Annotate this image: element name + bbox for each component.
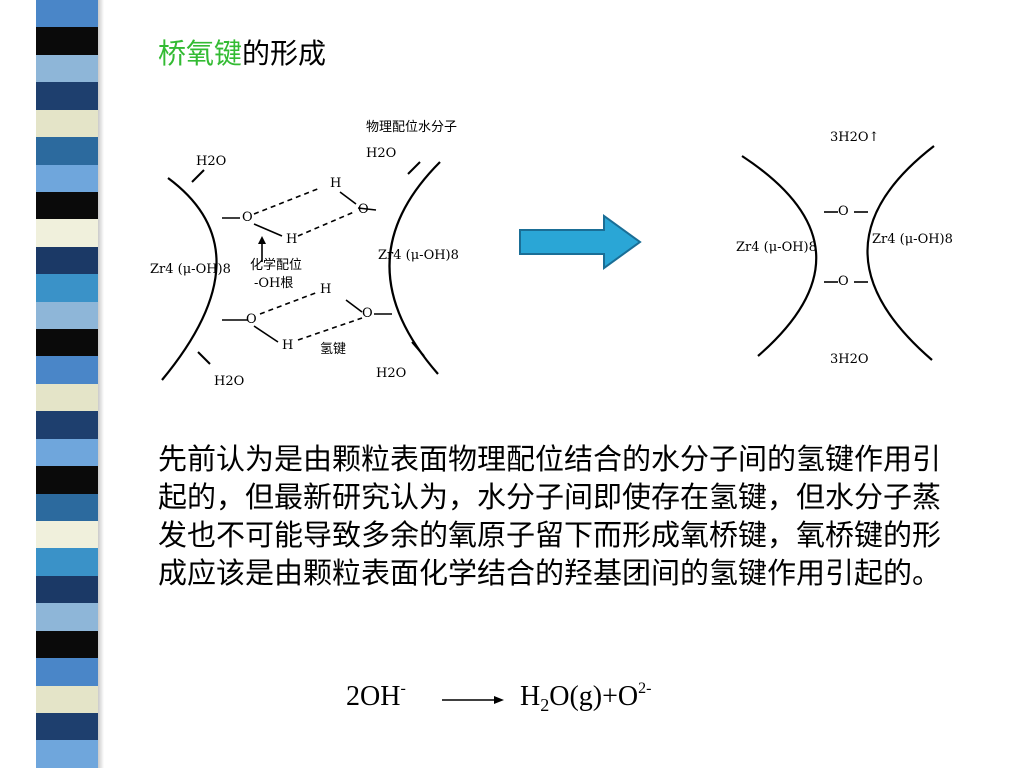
stripe bbox=[36, 603, 98, 631]
stripe bbox=[36, 466, 98, 494]
atom-h: H bbox=[282, 338, 294, 353]
bridge-oxygen-bottom: O bbox=[838, 274, 849, 289]
stripe bbox=[36, 356, 98, 384]
atom-o: O bbox=[242, 210, 253, 225]
h2o-top-left: H2O bbox=[196, 154, 227, 169]
zr-cluster-left: Zr4 (μ-OH)8 bbox=[736, 240, 817, 255]
oxo-bridge-diagram: 3H2O↑ O Zr4 (μ-OH)8 Zr4 (μ-OH)8 O 3H2O bbox=[728, 128, 960, 378]
water-bottom-label: 3H2O bbox=[830, 352, 869, 367]
atom-o: O bbox=[362, 306, 373, 321]
stripe bbox=[36, 548, 98, 576]
zr-cluster-right: Zr4 (μ-OH)8 bbox=[872, 232, 953, 247]
stripe bbox=[36, 137, 98, 165]
decorative-stripe-bar bbox=[36, 0, 98, 768]
stripe bbox=[36, 712, 98, 741]
product-rest: O(g)+O bbox=[549, 681, 639, 712]
stripe bbox=[36, 411, 98, 439]
atom-h: H bbox=[330, 176, 342, 191]
stripe bbox=[36, 438, 98, 467]
atom-o: O bbox=[358, 202, 369, 217]
atom-h: H bbox=[320, 282, 332, 297]
oh-group-label: -OH根 bbox=[254, 276, 294, 291]
h2o-bottom-right: H2O bbox=[376, 366, 407, 381]
stripe bbox=[36, 383, 98, 412]
hydrogen-bond-diagram: 物理配位水分子 H2O H2O H O O H Zr4 (μ-OH)8 Zr4 … bbox=[150, 112, 490, 402]
physical-water-label: 物理配位水分子 bbox=[366, 120, 458, 135]
product-charge: 2- bbox=[638, 680, 652, 697]
stripe bbox=[36, 109, 98, 138]
product: H2O(g)+O2- bbox=[520, 680, 651, 716]
stripe bbox=[36, 658, 98, 686]
atom-o: O bbox=[246, 312, 257, 327]
reaction-arrow-icon bbox=[442, 696, 504, 704]
oxo-bridge-lines bbox=[741, 145, 935, 361]
stripe bbox=[36, 191, 98, 220]
product-subscript: 2 bbox=[540, 695, 550, 715]
reactant: 2OH- bbox=[346, 680, 406, 713]
transition-arrow-icon bbox=[519, 214, 642, 270]
stripe bbox=[36, 0, 98, 28]
h2o-top-right: H2O bbox=[366, 146, 397, 161]
h2o-bottom-left: H2O bbox=[214, 374, 245, 389]
zr-cluster-right: Zr4 (μ-OH)8 bbox=[378, 248, 459, 263]
reactant-charge: - bbox=[400, 680, 406, 697]
page-title: 桥氧键的形成 bbox=[158, 34, 326, 74]
stripe bbox=[36, 685, 98, 713]
stripe bbox=[36, 740, 98, 768]
chemical-coordination-label: 化学配位 bbox=[250, 258, 303, 273]
stripe bbox=[36, 164, 98, 192]
hydrogen-bond-lines bbox=[161, 161, 441, 381]
bridge-oxygen-top: O bbox=[838, 204, 849, 219]
stripe bbox=[36, 493, 98, 522]
stripe bbox=[36, 219, 98, 247]
zr-cluster-left: Zr4 (μ-OH)8 bbox=[150, 262, 231, 277]
stripe bbox=[36, 82, 98, 110]
product-h: H bbox=[520, 681, 541, 712]
released-water-label: 3H2O↑ bbox=[830, 130, 880, 145]
stripe bbox=[36, 630, 98, 659]
stripe bbox=[36, 329, 98, 357]
explanation-paragraph: 先前认为是由颗粒表面物理配位结合的水分子间的氢键作用引起的，但最新研究认为，水分… bbox=[158, 442, 942, 590]
stripe bbox=[36, 274, 98, 302]
reactant-formula: 2OH bbox=[346, 681, 401, 712]
stripe bbox=[36, 27, 98, 55]
atom-h: H bbox=[286, 232, 298, 247]
hydrogen-bond-label: 氢键 bbox=[320, 342, 347, 357]
title-rest: 的形成 bbox=[242, 37, 327, 70]
stripe bbox=[36, 54, 98, 83]
title-highlight: 桥氧键 bbox=[158, 37, 243, 70]
stripe bbox=[36, 301, 98, 330]
stripe bbox=[36, 521, 98, 549]
stripe bbox=[36, 575, 98, 604]
stripe bbox=[36, 246, 98, 275]
bar-edge-shadow bbox=[98, 0, 104, 768]
